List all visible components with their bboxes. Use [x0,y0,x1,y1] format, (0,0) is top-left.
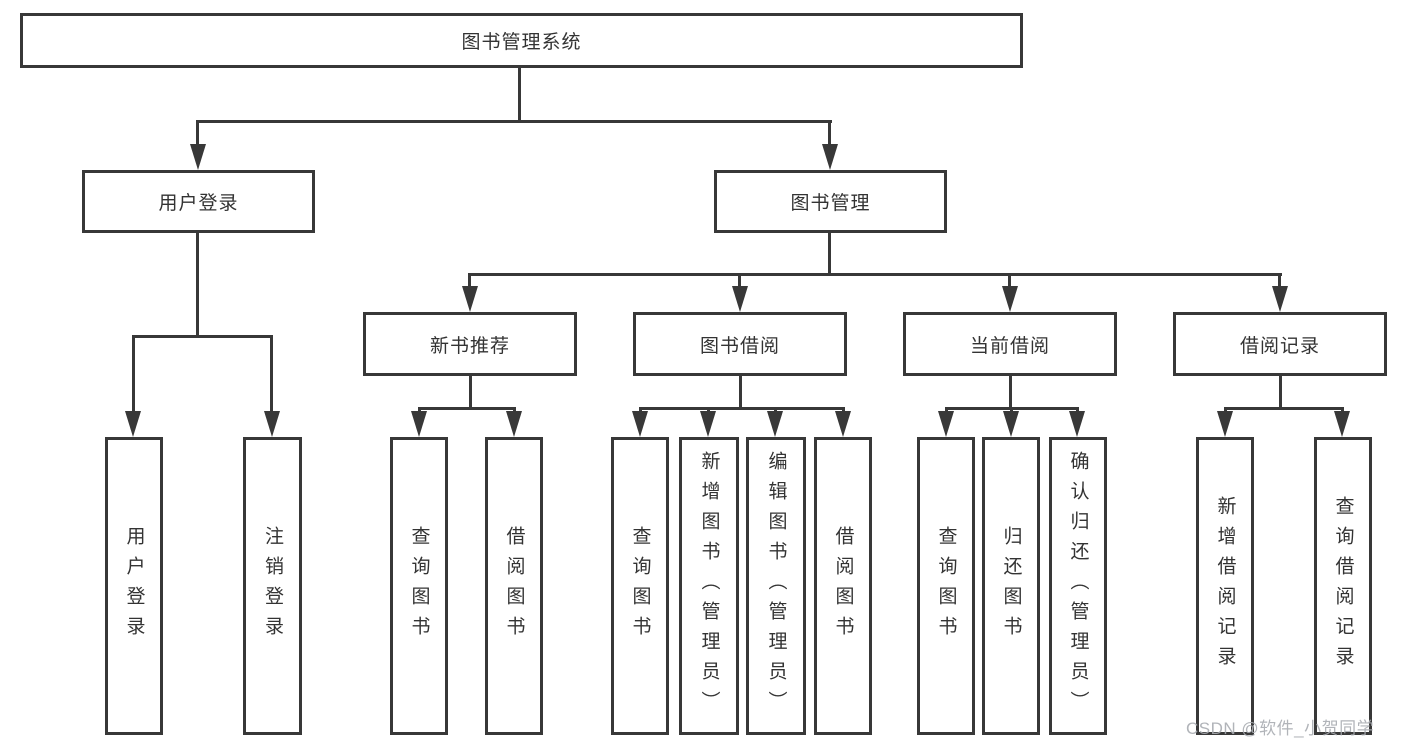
connector-line [270,335,273,413]
connector-line [738,273,741,290]
arrow-down-icon [1003,411,1019,437]
arrow-down-icon [1002,286,1018,312]
node-label: 查询图书 [629,526,651,646]
arrow-down-icon [190,144,206,170]
node-user-login: 用户登录 [82,170,315,233]
connector-line [468,273,1282,276]
connector-line [1008,273,1011,290]
node-book-borrowing: 图书借阅 [633,312,847,376]
connector-line [196,120,832,123]
arrow-down-icon [1334,411,1350,437]
arrow-down-icon [1069,411,1085,437]
node-label: 图书管理系统 [461,32,582,53]
leaf-add-borrow-record: 新增借阅记录 [1196,437,1254,735]
node-label: 用户登录 [158,193,239,214]
node-label: 用户登录 [123,526,145,646]
node-label: 新增图书（管理员） [698,451,720,721]
node-book-management: 图书管理 [714,170,947,233]
node-label: 当前借阅 [969,335,1050,357]
node-label: 借阅图书 [503,526,525,646]
node-label: 新书推荐 [429,335,510,357]
leaf-query-borrow-record: 查询借阅记录 [1314,437,1372,735]
arrow-down-icon [1217,411,1233,437]
connector-line [828,120,831,148]
leaf-edit-book-admin: 编辑图书（管理员） [746,437,806,735]
node-label: 查询借阅记录 [1332,496,1354,676]
connector-line [196,233,199,338]
arrow-down-icon [835,411,851,437]
connector-line [196,120,199,148]
arrow-down-icon [506,411,522,437]
node-label: 借阅图书 [832,526,854,646]
node-current-borrowing: 当前借阅 [903,312,1117,376]
node-label: 借阅记录 [1239,335,1320,357]
connector-line [518,68,521,123]
connector-line [1009,376,1012,410]
leaf-query-books-recommend: 查询图书 [390,437,448,735]
arrow-down-icon [700,411,716,437]
node-borrowing-records: 借阅记录 [1173,312,1387,376]
arrow-down-icon [125,411,141,437]
arrow-down-icon [632,411,648,437]
node-library-management-system: 图书管理系统 [20,13,1023,68]
leaf-borrow-books: 借阅图书 [814,437,872,735]
leaf-query-books-borrow: 查询图书 [611,437,669,735]
connector-line [418,407,516,410]
node-label: 图书借阅 [699,335,780,357]
arrow-down-icon [938,411,954,437]
connector-line [469,376,472,410]
connector-line [468,273,471,290]
node-label: 查询图书 [408,526,430,646]
leaf-logout: 注销登录 [243,437,302,735]
watermark-text: CSDN @软件_小贺同学 [1186,719,1375,738]
node-label: 归还图书 [1000,526,1022,646]
arrow-down-icon [767,411,783,437]
connector-line [1279,376,1282,410]
connector-line [132,335,135,413]
connector-line [739,376,742,410]
leaf-query-books-current: 查询图书 [917,437,975,735]
arrow-down-icon [1272,286,1288,312]
arrow-down-icon [822,144,838,170]
connector-line [639,407,845,410]
connector-line [828,233,831,276]
node-label: 图书管理 [790,193,871,214]
leaf-user-login: 用户登录 [105,437,163,735]
leaf-add-book-admin: 新增图书（管理员） [679,437,739,735]
arrow-down-icon [264,411,280,437]
node-new-book-recommend: 新书推荐 [363,312,577,376]
node-label: 确认归还（管理员） [1067,451,1089,721]
leaf-borrow-books-recommend: 借阅图书 [485,437,543,735]
connector-line [1278,273,1281,290]
node-label: 新增借阅记录 [1214,496,1236,676]
arrow-down-icon [411,411,427,437]
node-label: 查询图书 [935,526,957,646]
leaf-confirm-return-admin: 确认归还（管理员） [1049,437,1107,735]
node-label: 注销登录 [262,526,283,646]
connector-line [132,335,273,338]
arrow-down-icon [732,286,748,312]
node-label: 编辑图书（管理员） [765,451,787,721]
leaf-return-book: 归还图书 [982,437,1040,735]
connector-line [1224,407,1344,410]
arrow-down-icon [462,286,478,312]
